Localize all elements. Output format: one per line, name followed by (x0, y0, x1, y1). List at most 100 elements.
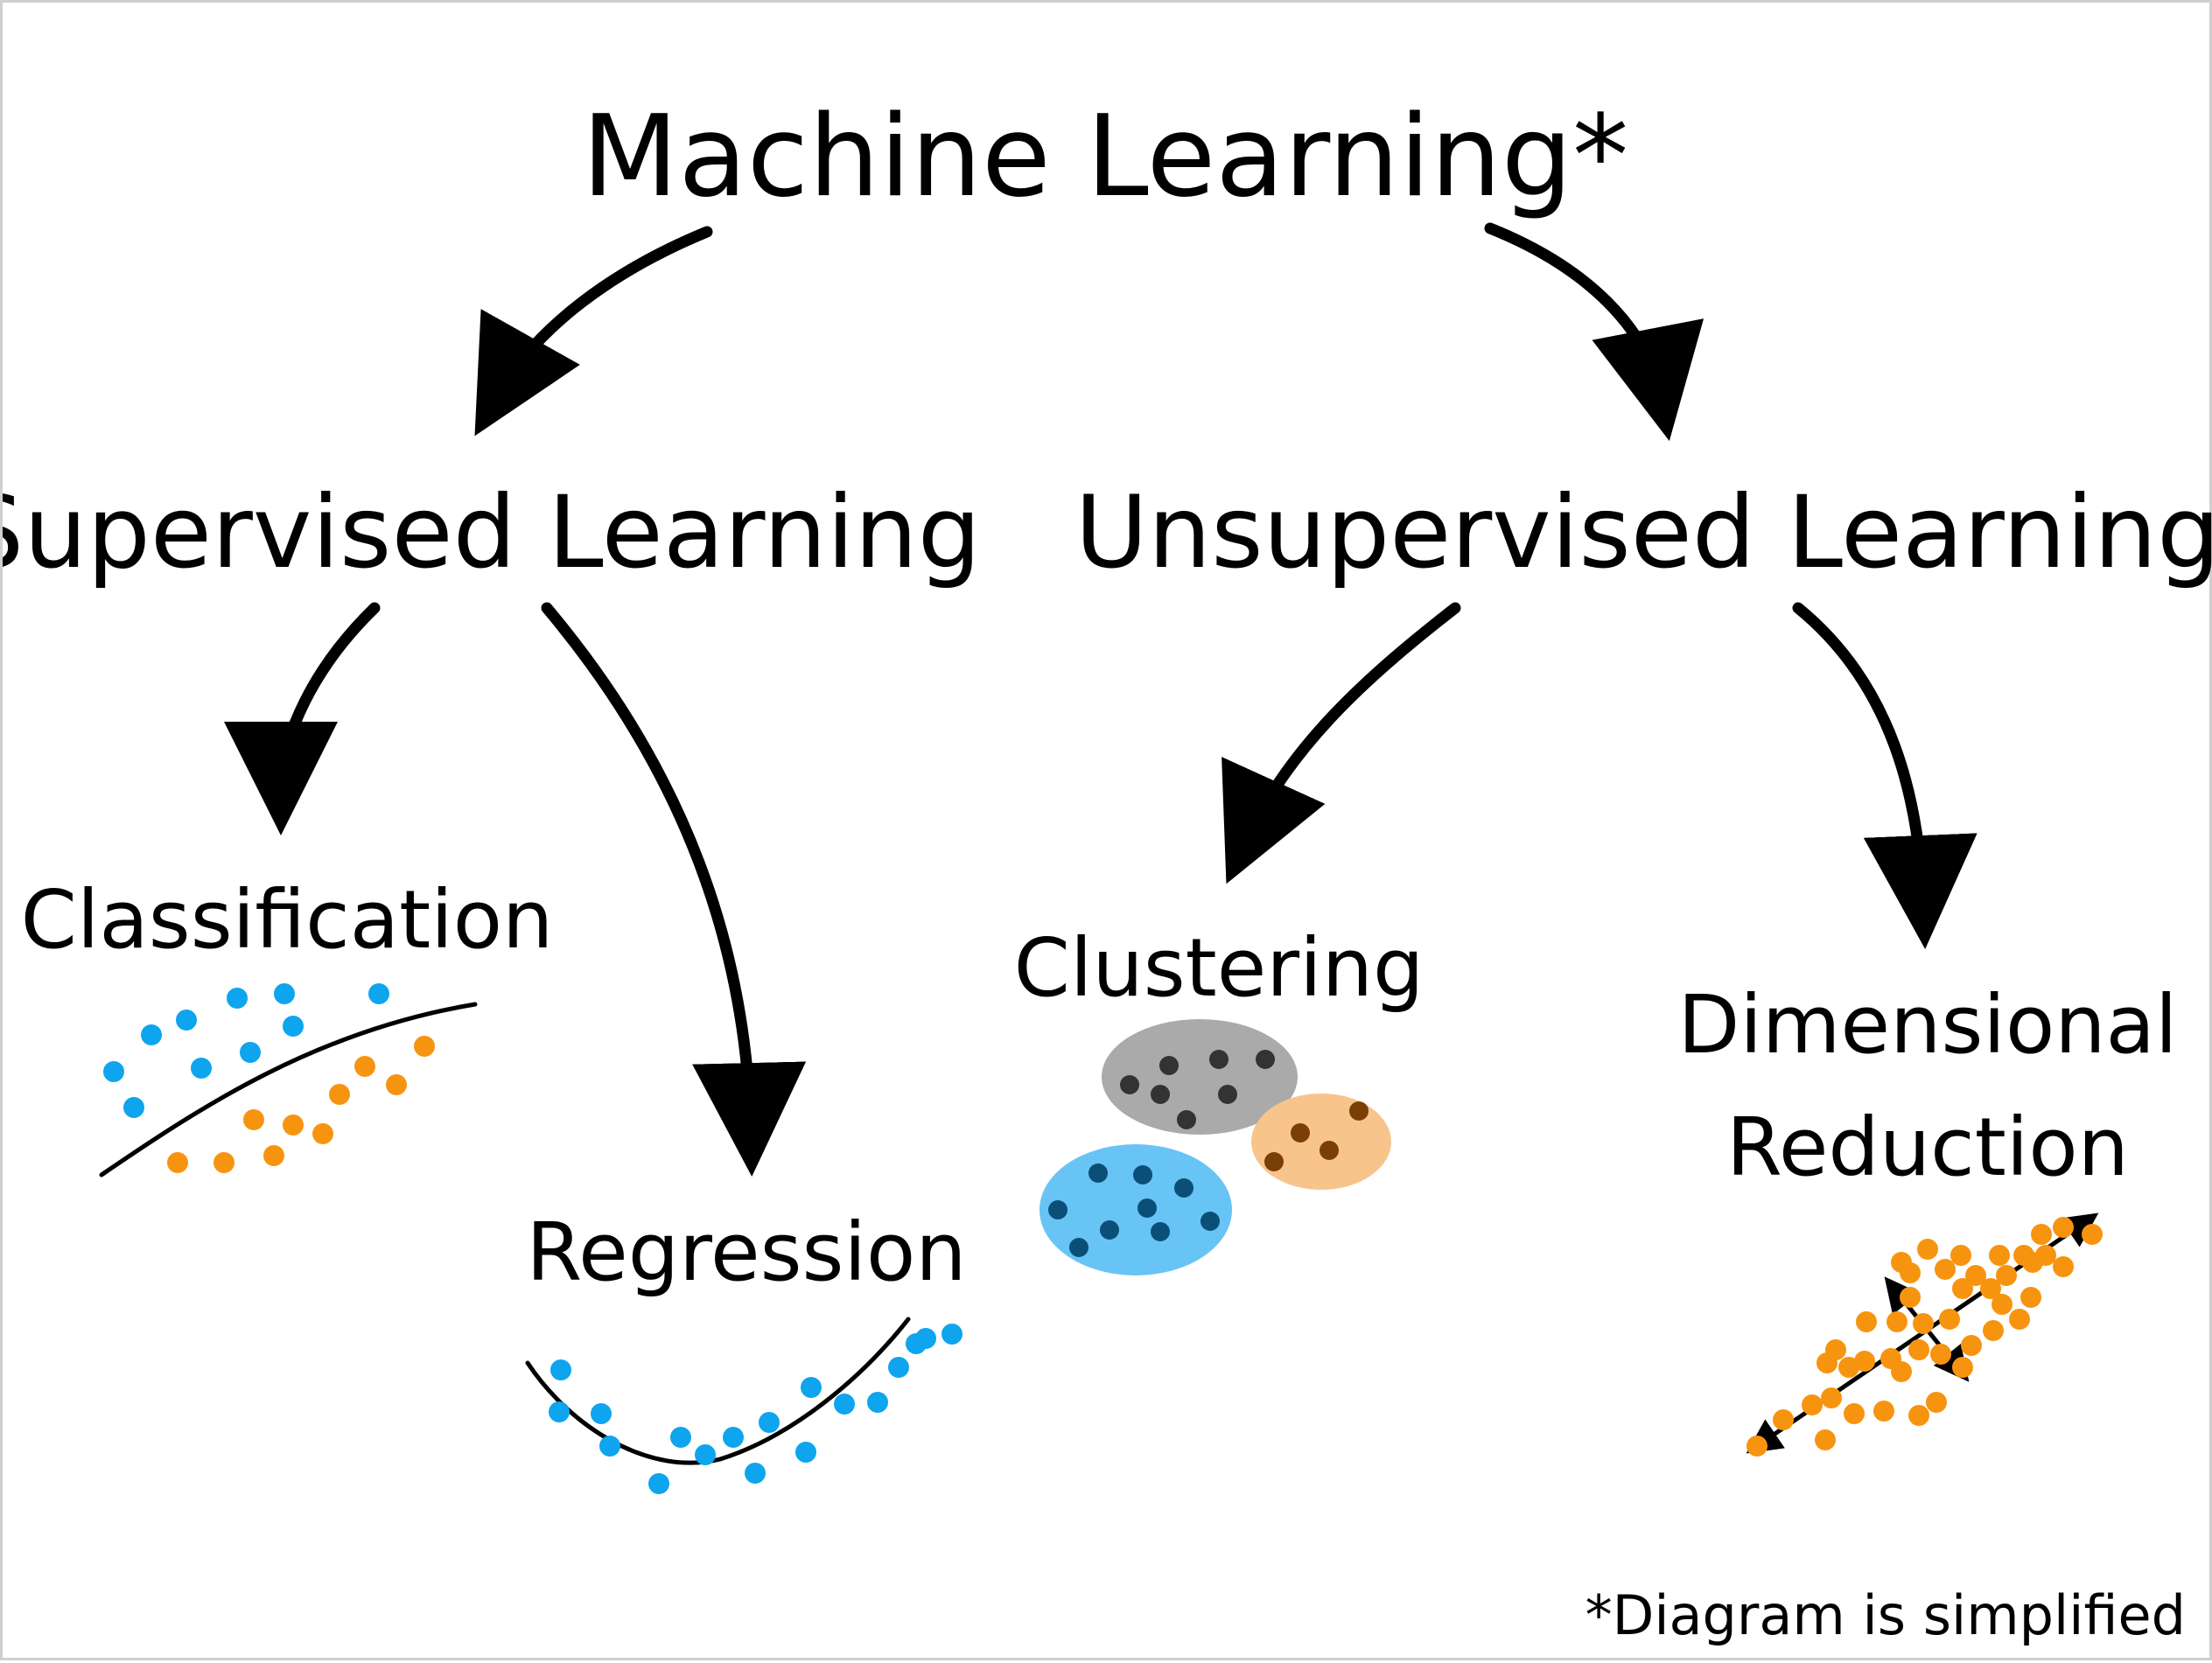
blue-cluster-point (1200, 1212, 1220, 1231)
regression-plot (525, 1317, 962, 1494)
dimensionality-reduction-point (1913, 1313, 1934, 1334)
dimensionality-reduction-point (1825, 1339, 1846, 1360)
orange-cluster-point (1320, 1141, 1339, 1160)
dimensionality-reduction-point (1930, 1344, 1951, 1365)
regression-point (915, 1328, 936, 1349)
gray-cluster-point (1177, 1110, 1196, 1129)
clustering-label: Clustering (1014, 921, 1424, 1015)
regression-point (599, 1436, 620, 1457)
classification-orange-point (243, 1109, 264, 1130)
dimensionality-reduction-point (1989, 1245, 2010, 1266)
dimensional-label: Dimensional (1678, 978, 2178, 1072)
classification-label: Classification (21, 873, 554, 967)
regression-point (867, 1392, 888, 1413)
gray-cluster-point (1120, 1075, 1139, 1094)
gray-cluster-point (1151, 1085, 1170, 1104)
regression-point (795, 1442, 816, 1463)
dimensionality-reduction-point (1961, 1335, 1982, 1356)
dimensionality-reduction-point (2020, 1287, 2041, 1308)
dimensionality-reduction-point (1917, 1239, 1938, 1260)
gray-cluster-point (1159, 1056, 1179, 1075)
gray-cluster-point (1209, 1050, 1228, 1069)
gray-cluster-ellipse (1102, 1019, 1298, 1135)
arrow-to-classification (224, 602, 381, 835)
blue-cluster-point (1088, 1163, 1108, 1183)
dimensionality-reduction-point (1996, 1265, 2017, 1286)
regression-point (670, 1427, 691, 1448)
blue-cluster-point (1048, 1200, 1068, 1219)
blue-cluster-point (1069, 1238, 1088, 1257)
unsupervised-learning-label: Unsupervised Learning (1075, 474, 2212, 590)
dimensionality-reduction-point (1900, 1287, 1921, 1308)
classification-orange-point (214, 1152, 234, 1173)
regression-point (591, 1403, 612, 1424)
classification-orange-point (414, 1036, 435, 1057)
dimensionality-reduction-point (1802, 1394, 1823, 1415)
classification-boundary-line (99, 1002, 478, 1177)
supervised-learning-label: Supervised Learning (3, 474, 981, 590)
dimensionality-reduction-point (2053, 1217, 2074, 1238)
classification-blue-point (283, 1016, 304, 1037)
classification-orange-point (354, 1056, 375, 1077)
blue-cluster-ellipse (1040, 1144, 1232, 1275)
arrow-to-unsupervised (1484, 222, 1704, 442)
dimensionality-reduction-point (1952, 1278, 1973, 1299)
regression-point (648, 1473, 669, 1494)
clustering-plot (1040, 1019, 1391, 1275)
orange-cluster-ellipse (1251, 1094, 1391, 1190)
dimensionality-reduction-point (1844, 1403, 1865, 1424)
classification-orange-point (386, 1074, 407, 1095)
dimensionality-reduction-point (1815, 1429, 1836, 1450)
blue-cluster-point (1100, 1220, 1119, 1240)
classification-orange-point (312, 1123, 333, 1144)
orange-cluster-point (1264, 1152, 1284, 1171)
classification-orange-point (167, 1152, 188, 1173)
classification-blue-point (227, 988, 248, 1009)
blue-cluster-point (1133, 1165, 1152, 1184)
dimensionality-reduction-point (2013, 1245, 2034, 1266)
dimensionality-reduction-point (1926, 1392, 1947, 1413)
blue-cluster-point (1151, 1222, 1170, 1241)
arrow-to-supervised (474, 226, 713, 437)
regression-curve (525, 1317, 911, 1465)
dimensionality-reduction-point (2035, 1245, 2056, 1266)
dimensionality-reduction-point (2009, 1309, 2030, 1330)
dimensionality-reduction-point (1746, 1436, 1768, 1457)
regression-point (942, 1324, 962, 1345)
dimensionality-reduction-plot (1746, 1212, 2103, 1457)
dimensionality-reduction-point (1939, 1309, 1960, 1330)
regression-point (834, 1394, 855, 1415)
dimensionality-reduction-point (1856, 1311, 1877, 1332)
dimensionality-reduction-point (1935, 1259, 1956, 1280)
diagram-title: Machine Learning* (582, 92, 1628, 222)
classification-blue-point (103, 1061, 124, 1082)
dimensionality-reduction-point (1952, 1357, 1973, 1378)
arrow-to-clustering (1222, 602, 1461, 884)
regression-point (888, 1357, 909, 1378)
gray-cluster-point (1218, 1085, 1237, 1104)
dimensionality-reduction-point (1980, 1278, 2001, 1299)
dimensionality-reduction-point (1838, 1357, 1859, 1378)
classification-orange-point (329, 1084, 350, 1105)
dimensionality-reduction-point (1992, 1294, 2012, 1315)
dimensionality-reduction-point (1908, 1339, 1929, 1360)
regression-point (759, 1412, 780, 1433)
blue-cluster-point (1138, 1198, 1157, 1218)
classification-blue-point (240, 1042, 261, 1063)
classification-blue-point (176, 1010, 197, 1031)
dimensionality-reduction-point (1886, 1311, 1908, 1332)
dimensionality-reduction-point (1821, 1387, 1842, 1408)
classification-blue-point (368, 983, 389, 1004)
dimensionality-reduction-point (1891, 1252, 1912, 1273)
regression-point (695, 1444, 716, 1465)
gray-cluster-point (1256, 1050, 1275, 1069)
dimensionality-reduction-point (2053, 1256, 2074, 1277)
reduction-label: Reduction (1726, 1101, 2129, 1194)
orange-cluster-point (1349, 1101, 1368, 1121)
diagram-footnote: *Diagram is simplified (1586, 1583, 2186, 1647)
regression-point (549, 1401, 570, 1422)
classification-blue-point (141, 1024, 162, 1045)
ml-taxonomy-diagram: Machine Learning* Supervised Learning Un… (3, 92, 2212, 1647)
regression-label: Regression (526, 1205, 966, 1299)
